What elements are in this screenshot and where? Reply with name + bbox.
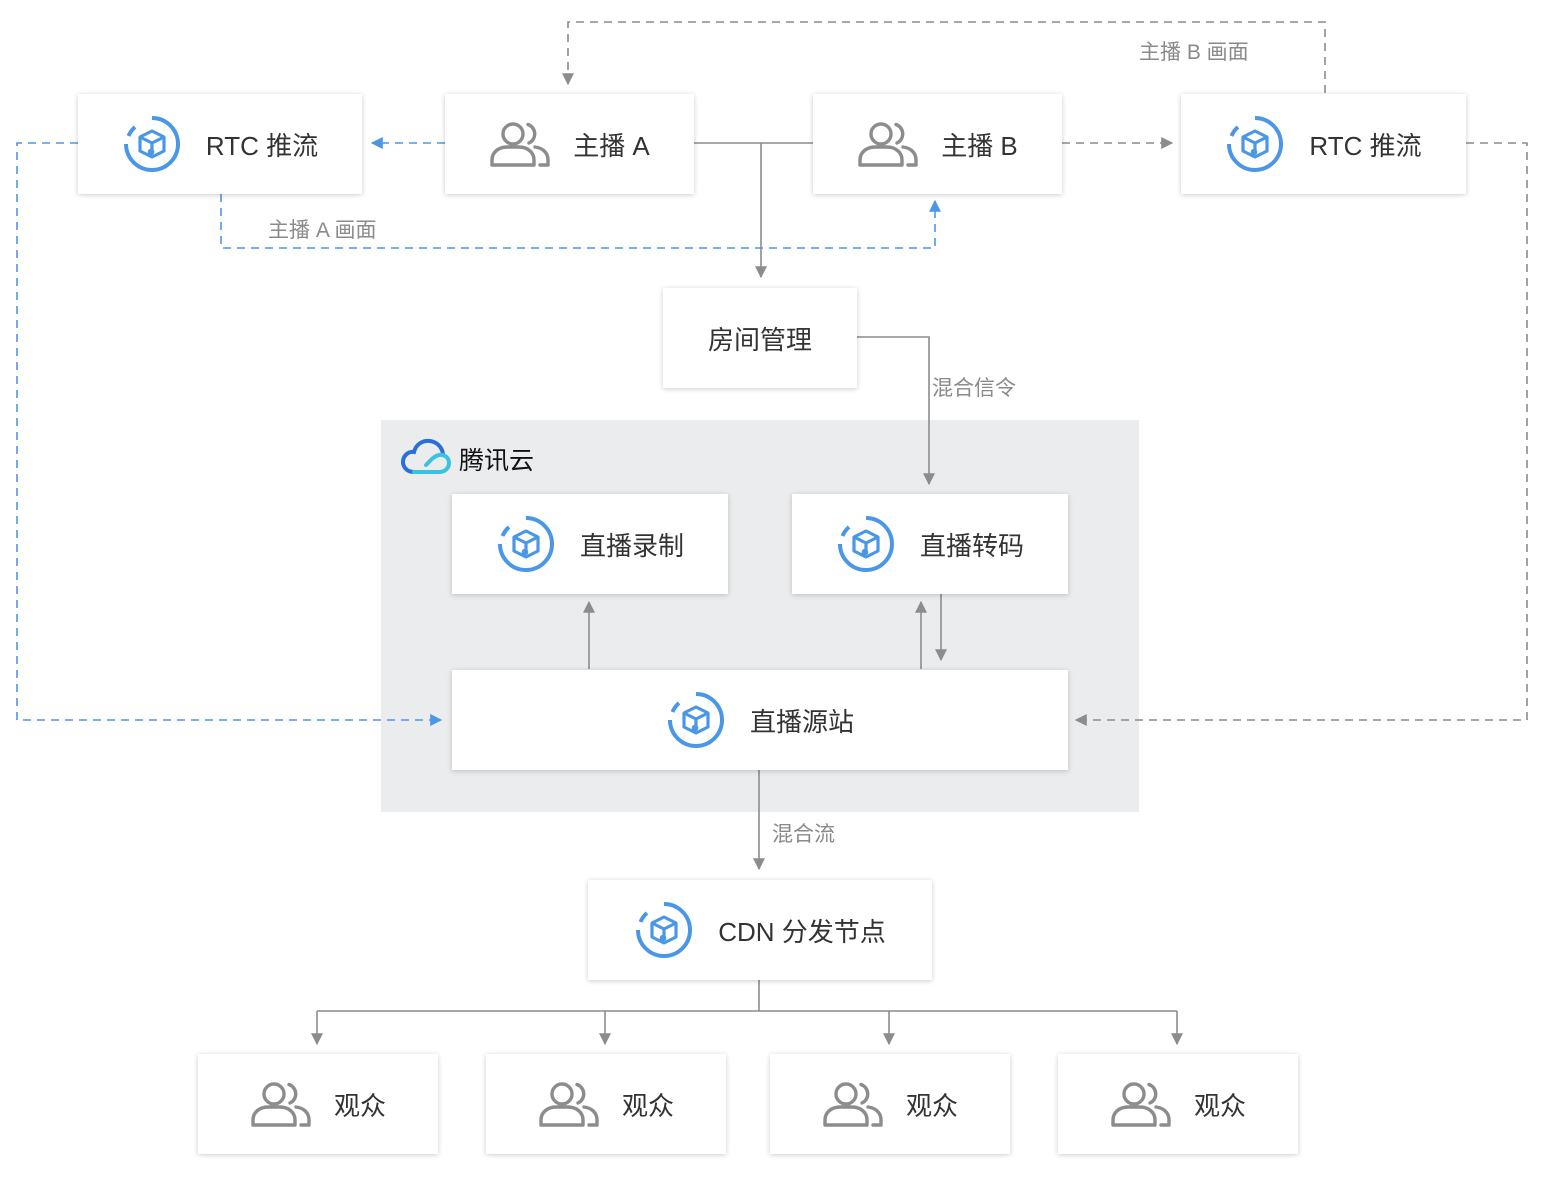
service-cube-icon bbox=[836, 514, 896, 574]
node-live-origin[interactable]: 直播源站 bbox=[452, 670, 1068, 770]
users-icon bbox=[822, 1079, 884, 1129]
node-viewer-4[interactable]: 观众 bbox=[1058, 1054, 1298, 1154]
node-viewer-label: 观众 bbox=[905, 1090, 958, 1121]
node-rtc-push-right[interactable]: RTC 推流 bbox=[1181, 94, 1466, 194]
node-rtc-push-left[interactable]: RTC 推流 bbox=[78, 94, 362, 194]
node-live-transcode-label: 直播转码 bbox=[919, 530, 1024, 561]
node-viewer-label: 观众 bbox=[1193, 1090, 1246, 1121]
service-cube-icon bbox=[1225, 114, 1285, 174]
tencent-cloud-header: 腾讯云 bbox=[400, 438, 535, 481]
node-anchor-a[interactable]: 主播 A bbox=[445, 94, 694, 194]
users-icon bbox=[250, 1079, 312, 1129]
node-anchor-b-label: 主播 B bbox=[941, 130, 1018, 161]
node-cdn-label: CDN 分发节点 bbox=[718, 916, 886, 947]
edge-label-mixed-stream: 混合流 bbox=[772, 823, 835, 846]
tencent-cloud-label: 腾讯云 bbox=[459, 447, 535, 475]
service-cube-icon bbox=[666, 690, 726, 750]
edge-label-anchor-a-view: 主播 A 画面 bbox=[268, 219, 377, 242]
node-anchor-b[interactable]: 主播 B bbox=[813, 94, 1062, 194]
node-rtc-push-right-label: RTC 推流 bbox=[1309, 130, 1422, 161]
users-icon bbox=[857, 119, 919, 169]
users-icon bbox=[538, 1079, 600, 1129]
edge-mixed-signal bbox=[857, 336, 935, 486]
node-room-management-label: 房间管理 bbox=[707, 324, 812, 355]
service-cube-icon bbox=[634, 900, 694, 960]
node-cdn[interactable]: CDN 分发节点 bbox=[588, 880, 932, 980]
node-live-record[interactable]: 直播录制 bbox=[452, 494, 728, 594]
service-cube-icon bbox=[496, 514, 556, 574]
node-viewer-3[interactable]: 观众 bbox=[770, 1054, 1010, 1154]
users-icon bbox=[489, 119, 551, 169]
tencent-cloud-logo-icon bbox=[400, 438, 452, 481]
node-room-management[interactable]: 房间管理 bbox=[663, 288, 857, 388]
edge-rtc-left-to-origin bbox=[16, 142, 443, 726]
users-icon bbox=[1110, 1079, 1172, 1129]
node-live-transcode[interactable]: 直播转码 bbox=[792, 494, 1068, 594]
node-rtc-push-left-label: RTC 推流 bbox=[205, 130, 319, 161]
edge-rtc-right-to-origin bbox=[1074, 142, 1528, 726]
service-cube-icon bbox=[122, 114, 182, 174]
edge-cdn-trunk bbox=[317, 980, 1177, 1012]
node-viewer-label: 观众 bbox=[621, 1090, 674, 1121]
edge-anchor-b-view bbox=[562, 21, 1326, 93]
node-live-origin-label: 直播源站 bbox=[749, 706, 854, 737]
node-live-record-label: 直播录制 bbox=[579, 530, 684, 561]
edge-label-mixed-signal: 混合信令 bbox=[932, 377, 1016, 400]
node-viewer-1[interactable]: 观众 bbox=[198, 1054, 438, 1154]
node-viewer-label: 观众 bbox=[333, 1090, 386, 1121]
edge-anchor-a-view bbox=[220, 194, 941, 249]
node-anchor-a-label: 主播 A bbox=[573, 130, 650, 161]
node-viewer-2[interactable]: 观众 bbox=[486, 1054, 726, 1154]
edge-label-anchor-b-view: 主播 B 画面 bbox=[1139, 41, 1249, 64]
